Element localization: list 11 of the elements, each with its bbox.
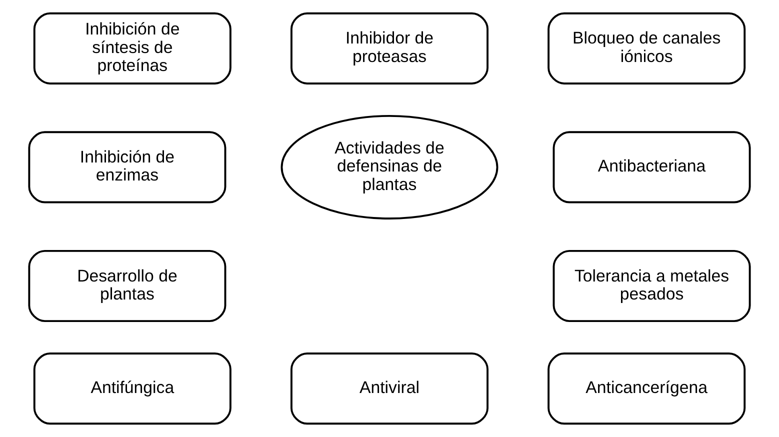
node-box: Bloqueo de canales iónicos	[548, 12, 746, 84]
node-box: Inhibición de síntesis de proteínas	[33, 12, 232, 84]
node-box: Antiviral	[290, 352, 488, 425]
node-box: Desarrollo de plantas	[28, 250, 226, 322]
node-box: Inhibidor de proteasas	[290, 12, 488, 84]
node-ellipse: Actividades de defensinas de plantas	[280, 114, 498, 220]
node-box: Antifúngica	[33, 352, 232, 425]
node-box: Inhibición de enzimas	[28, 131, 226, 204]
node-box: Anticancerígena	[548, 352, 746, 425]
node-box: Antibacteriana	[552, 131, 751, 204]
node-box: Tolerancia a metales pesados	[552, 250, 751, 322]
